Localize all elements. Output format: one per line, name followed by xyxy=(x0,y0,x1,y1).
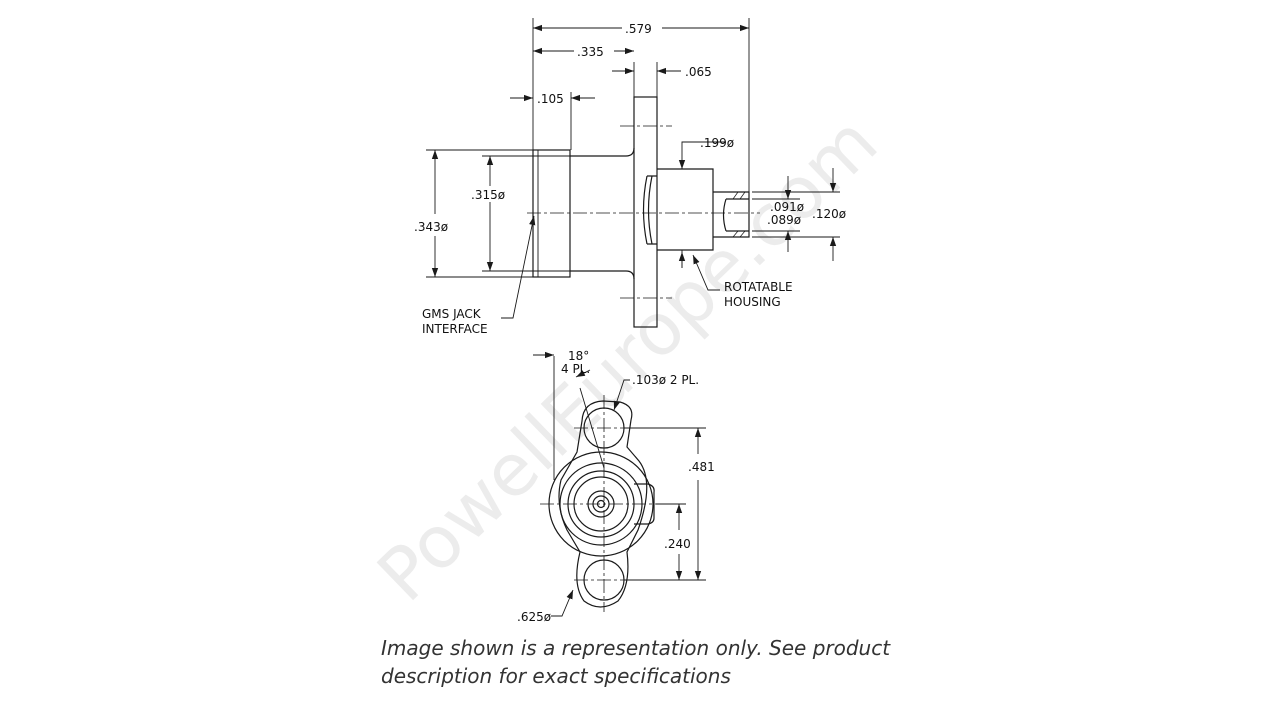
disclaimer-caption: Image shown is a representation only. Se… xyxy=(381,634,941,690)
watermark: PowellEurope.com xyxy=(361,100,893,617)
callout-housing: HOUSING xyxy=(724,295,781,309)
side-view: .579 .335 .065 .105 .199ø .343ø .315ø xyxy=(414,18,846,336)
flange xyxy=(633,96,658,328)
center-contact xyxy=(713,191,750,238)
dim-body-length: .335 xyxy=(577,45,604,59)
front-view: 18° 4 PL. .103ø 2 PL. .481 .240 .625ø xyxy=(517,349,715,624)
dim-pin-diameter-max: .091ø xyxy=(770,200,804,214)
dim-flange-thickness: .065 xyxy=(685,65,712,79)
callout-gms-jack: GMS JACK xyxy=(422,307,482,321)
dim-flange-angle: 18° xyxy=(568,349,589,363)
body-neck xyxy=(570,147,635,280)
callout-rotatable: ROTATABLE xyxy=(724,280,793,294)
dim-interface-inner-diameter: .315ø xyxy=(471,188,505,202)
dim-hole-spacing: .481 xyxy=(688,460,715,474)
dim-pin-cup-diameter: .120ø xyxy=(812,207,846,221)
dim-housing-diameter: .199ø xyxy=(700,136,734,150)
dim-flange-angle-places: 4 PL. xyxy=(561,362,590,376)
dim-flange-diameter: .625ø xyxy=(517,610,551,624)
rotatable-housing xyxy=(642,168,714,251)
dim-mounting-hole: .103ø 2 PL. xyxy=(632,373,699,387)
dim-interface-length: .105 xyxy=(537,92,564,106)
interface-cylinder xyxy=(532,149,571,278)
caption-line-2: description for exact specifications xyxy=(381,664,731,688)
dim-overall-length: .579 xyxy=(625,22,652,36)
dim-hole-offset: .240 xyxy=(664,537,691,551)
caption-line-1: Image shown is a representation only. Se… xyxy=(381,636,891,660)
dim-interface-outer-diameter: .343ø xyxy=(414,220,448,234)
callout-interface: INTERFACE xyxy=(422,322,488,336)
dim-pin-diameter-min: .089ø xyxy=(767,213,801,227)
